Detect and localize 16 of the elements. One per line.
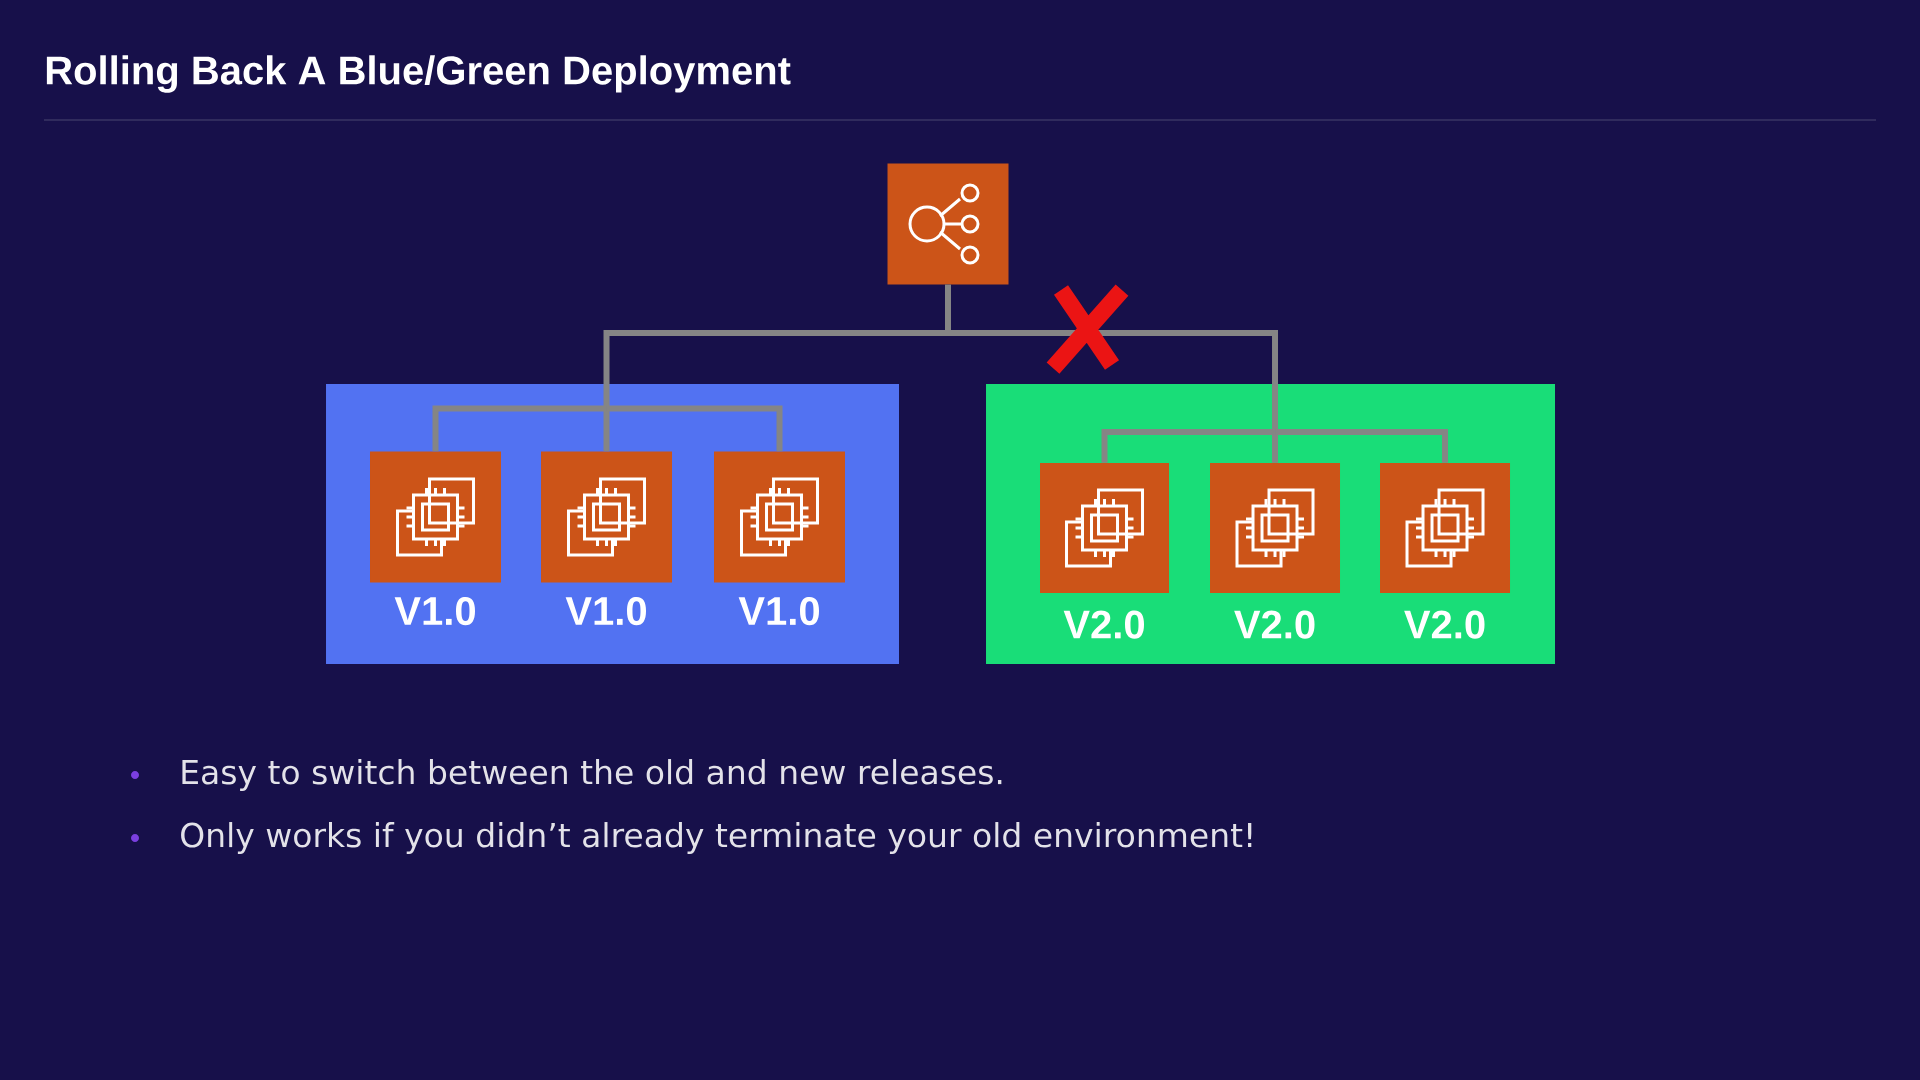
connector-line bbox=[606, 405, 783, 452]
connector-line bbox=[1272, 432, 1278, 463]
version-label: V2.0 bbox=[1234, 610, 1315, 639]
bullet-text: Easy to switch between the old and new releases. bbox=[182, 759, 1002, 791]
version-label: V1.0 bbox=[394, 596, 475, 626]
connector-trunk bbox=[945, 284, 1278, 432]
connector-line bbox=[1275, 429, 1448, 463]
connector-line bbox=[1101, 429, 1275, 463]
connector-line bbox=[432, 405, 607, 452]
version-label: V2.0 bbox=[1404, 610, 1485, 639]
version-label: V1.0 bbox=[565, 596, 646, 626]
bullet-text: Only works if you didn’t already terminate your old environment! bbox=[181, 822, 1252, 854]
version-label: V1.0 bbox=[738, 596, 819, 626]
version-label: V2.0 bbox=[1063, 610, 1144, 639]
connector-line bbox=[603, 408, 610, 452]
title: Rolling Back A Blue/Green Deployment bbox=[46, 55, 791, 93]
